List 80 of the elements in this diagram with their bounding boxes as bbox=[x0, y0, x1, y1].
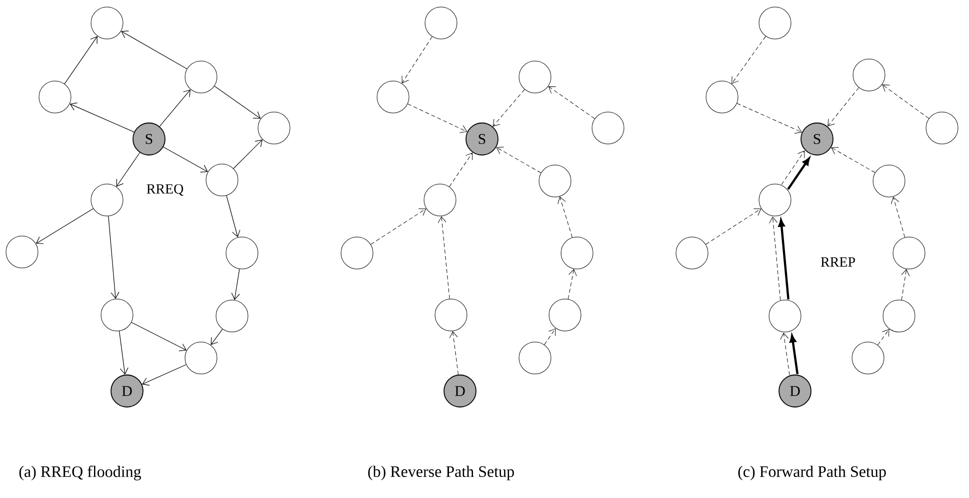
node-circle bbox=[90, 184, 124, 216]
arrow bbox=[118, 330, 128, 375]
node-circle bbox=[258, 112, 290, 144]
arrow bbox=[778, 219, 790, 300]
arrow bbox=[233, 140, 263, 169]
node-circle bbox=[758, 184, 792, 216]
node-circle bbox=[100, 298, 134, 332]
arrow bbox=[70, 102, 134, 132]
arrow bbox=[732, 36, 766, 84]
node-circle bbox=[872, 164, 906, 198]
node-circle bbox=[184, 60, 218, 94]
arrow bbox=[492, 89, 525, 126]
arrow bbox=[780, 332, 790, 376]
node-circle bbox=[548, 298, 582, 332]
node-circle bbox=[852, 342, 884, 374]
arrow bbox=[548, 86, 595, 119]
node-circle bbox=[538, 164, 572, 198]
node-circle bbox=[376, 80, 410, 114]
node-circle bbox=[216, 300, 248, 332]
arrow bbox=[878, 329, 890, 346]
arrow bbox=[558, 196, 572, 238]
node-circle bbox=[424, 6, 458, 40]
node-circle bbox=[926, 112, 958, 144]
arrow bbox=[116, 152, 140, 187]
arrow bbox=[568, 269, 577, 300]
node-circle bbox=[882, 300, 916, 332]
arrow bbox=[828, 87, 860, 126]
node-circle bbox=[38, 80, 72, 114]
node-circle bbox=[424, 184, 456, 216]
arrow bbox=[163, 146, 208, 172]
node-circle bbox=[852, 58, 886, 92]
arrow bbox=[159, 89, 191, 127]
node-circle bbox=[226, 236, 258, 270]
node-circle bbox=[892, 236, 926, 270]
node-circle bbox=[90, 6, 124, 40]
node-circle bbox=[676, 236, 708, 270]
node-circle bbox=[184, 342, 218, 374]
arrow bbox=[370, 208, 426, 245]
node-circle bbox=[560, 236, 594, 270]
arrow bbox=[407, 104, 468, 133]
edge-label: RREP bbox=[820, 256, 857, 268]
panel-caption: (c) Forward Path Setup bbox=[738, 466, 886, 480]
arrow bbox=[108, 216, 120, 299]
arrow bbox=[890, 196, 906, 238]
arrow bbox=[449, 152, 473, 187]
node-circle bbox=[434, 298, 468, 332]
node-circle bbox=[706, 80, 738, 114]
arrow bbox=[121, 30, 188, 70]
arrow bbox=[736, 103, 802, 134]
panel-caption: (a) RREQ flooding bbox=[19, 466, 142, 480]
node-circle bbox=[518, 60, 552, 94]
node-circle bbox=[206, 164, 238, 196]
node-circle bbox=[592, 112, 624, 144]
arrow bbox=[901, 269, 910, 300]
arrow bbox=[131, 322, 187, 352]
node-circle bbox=[340, 236, 374, 270]
arrow bbox=[449, 331, 459, 375]
node-circle bbox=[6, 236, 38, 268]
panel-caption: (b) Reverse Path Setup bbox=[368, 466, 514, 480]
arrow bbox=[787, 158, 810, 190]
node-circle bbox=[768, 300, 802, 332]
arrow bbox=[142, 364, 186, 386]
arrow bbox=[214, 86, 261, 119]
arrow bbox=[769, 216, 781, 300]
node-circle bbox=[518, 342, 552, 374]
arrow bbox=[64, 36, 98, 84]
flood-label: RREQ bbox=[146, 184, 184, 196]
arrow bbox=[706, 208, 762, 245]
arrow bbox=[210, 328, 223, 346]
arrow bbox=[496, 146, 542, 174]
arrow bbox=[36, 208, 94, 244]
arrow bbox=[402, 36, 432, 84]
arrow bbox=[831, 146, 876, 173]
arrow bbox=[438, 216, 450, 300]
arrow bbox=[226, 195, 240, 238]
node-circle bbox=[758, 6, 792, 40]
arrow bbox=[544, 328, 556, 345]
arrow bbox=[231, 268, 240, 300]
arrow bbox=[781, 150, 805, 185]
arrow bbox=[882, 84, 930, 119]
